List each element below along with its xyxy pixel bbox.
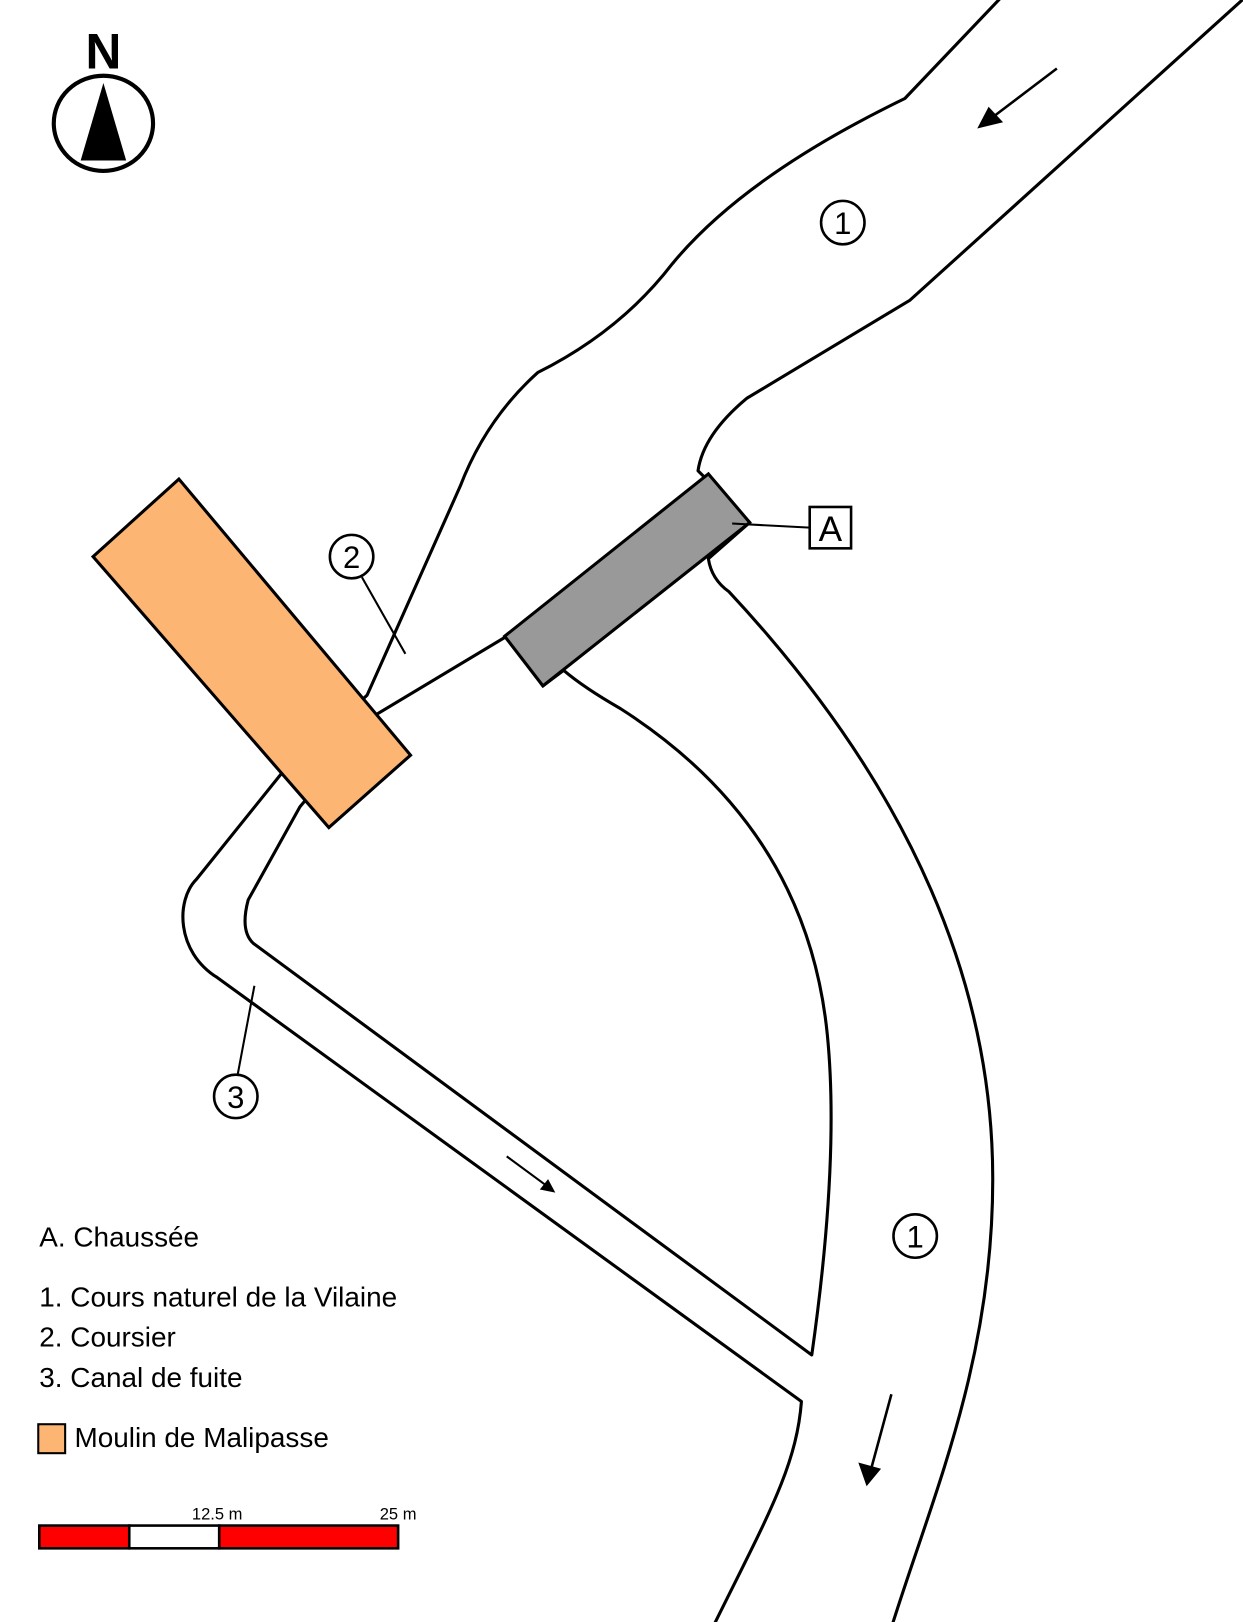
flow-arrow-icon xyxy=(506,1155,556,1193)
label-river-lower: 1 xyxy=(892,1213,939,1260)
label-chaussee: A xyxy=(732,505,853,550)
legend-item: 2. Coursier xyxy=(39,1322,175,1353)
legend-item: 3. Canal de fuite xyxy=(39,1362,242,1393)
scale-bar: 12.5 m 25 m xyxy=(38,1504,417,1550)
legend-item: 1. Cours naturel de la Vilaine xyxy=(39,1281,397,1312)
svg-text:N: N xyxy=(85,24,121,80)
label-coursier: 2 xyxy=(328,533,407,655)
island xyxy=(243,634,833,1357)
legend: A. Chaussée 1. Cours naturel de la Vilai… xyxy=(37,1221,397,1455)
water-body xyxy=(181,0,1243,1622)
svg-text:2: 2 xyxy=(343,540,360,575)
legend-item: A. Chaussée xyxy=(39,1221,199,1252)
flow-arrow-icon xyxy=(977,67,1058,129)
label-river-upper: 1 xyxy=(819,199,866,246)
mill-building xyxy=(90,476,413,830)
label-canal: 3 xyxy=(212,985,259,1120)
svg-text:12.5 m: 12.5 m xyxy=(192,1504,243,1523)
svg-text:1: 1 xyxy=(907,1219,924,1254)
north-compass-icon: N xyxy=(51,24,156,173)
svg-text:A: A xyxy=(819,510,843,549)
svg-text:3: 3 xyxy=(227,1080,244,1115)
mill-swatch xyxy=(37,1423,67,1455)
chaussee-weir xyxy=(502,471,752,689)
legend-item-mill: Moulin de Malipasse xyxy=(74,1422,328,1453)
svg-text:25 m: 25 m xyxy=(380,1504,417,1523)
svg-text:1: 1 xyxy=(834,206,851,241)
flow-arrow-icon xyxy=(858,1393,893,1487)
